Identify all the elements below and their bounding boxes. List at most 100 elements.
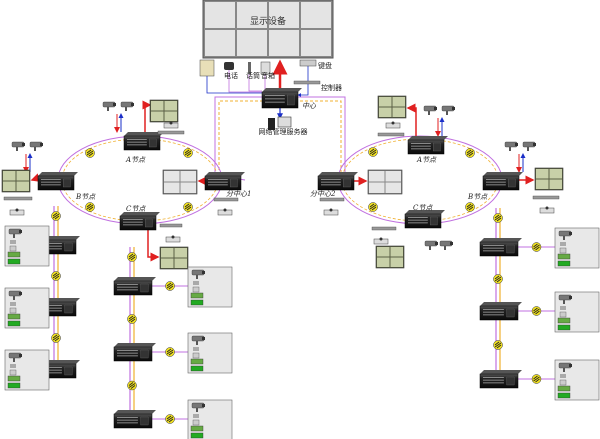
- display-wall-screen: [205, 30, 235, 56]
- phone-label: 电话: [224, 71, 238, 80]
- camera-lens: [19, 292, 22, 295]
- pc-icon: [199, 59, 215, 77]
- camera-lens: [202, 337, 205, 340]
- panel-camera-icon: [8, 352, 22, 362]
- right-node-a-controller: [377, 132, 405, 137]
- subcenter-1-monitor: [162, 169, 198, 195]
- link-stripes: [369, 148, 377, 156]
- link-stripes: [166, 282, 174, 290]
- monitor-screen: [164, 101, 177, 111]
- device-slot: [483, 382, 504, 384]
- device-slot: [408, 219, 428, 221]
- monitor-screen: [536, 169, 549, 179]
- device-panel: [230, 178, 238, 188]
- right-chain-link-icon: [493, 340, 503, 350]
- link-stripes: [184, 149, 192, 157]
- device-slot: [117, 422, 138, 424]
- device-top: [38, 172, 78, 176]
- left-node-b-monitor: [1, 169, 31, 193]
- left-ring-link-icon: [183, 202, 193, 212]
- device-slot: [265, 101, 285, 103]
- right-ring-link-icon: [465, 202, 475, 212]
- device-slot: [117, 419, 138, 421]
- right-node-a-joystick: [385, 121, 401, 129]
- device-slot: [41, 367, 62, 368]
- panel-signal-icon: [557, 253, 571, 260]
- link-stripes: [494, 275, 502, 283]
- panel-status-icon: [7, 382, 21, 389]
- joystick-knob: [545, 206, 549, 210]
- device-slot: [117, 417, 138, 418]
- link-stripes: [52, 334, 60, 342]
- right-ring-link-icon: [368, 147, 378, 157]
- left-ring-link-icon: [85, 202, 95, 212]
- camera-lens: [19, 354, 22, 357]
- device-panel: [140, 416, 149, 426]
- link-stripes: [466, 149, 474, 157]
- camera-lens: [434, 107, 437, 110]
- device-panel: [64, 304, 73, 314]
- right-chain-device: [479, 238, 522, 257]
- panel-mic-icon: [193, 347, 199, 351]
- camera-mount: [196, 275, 198, 279]
- link-stripes: [128, 315, 136, 323]
- camera-lens: [533, 143, 536, 146]
- link-stripes: [494, 214, 502, 222]
- left-chain-link-icon: [51, 271, 61, 281]
- center-chain-panel-link-icon: [165, 281, 175, 291]
- left-node-a-camera-icon: [120, 101, 134, 111]
- center-chain-panel-link-icon: [165, 414, 175, 424]
- joystick-knob: [15, 208, 19, 212]
- right-node-a-camera-icon: [441, 105, 455, 115]
- link-stripes: [533, 375, 540, 383]
- device-slot: [321, 184, 341, 186]
- device-slot: [208, 181, 228, 183]
- camera-lens: [515, 143, 518, 146]
- device-top: [120, 212, 160, 216]
- pc-wire: [206, 76, 262, 94]
- link-stripes: [533, 243, 540, 251]
- display-wall-screen: [269, 2, 299, 28]
- device-slot: [483, 309, 504, 310]
- panel-speaker-icon: [192, 286, 200, 293]
- monitor-screen: [161, 248, 174, 258]
- link-stripes: [466, 203, 474, 211]
- link-stripes: [166, 415, 174, 423]
- panel-camera-icon: [558, 294, 572, 304]
- camera-mount: [107, 107, 109, 111]
- panel-status-icon: [190, 365, 204, 372]
- center-chain-panel-link-icon: [165, 347, 175, 357]
- device-slot: [486, 179, 506, 180]
- display-wall-label: 显示设备: [250, 15, 286, 27]
- monitor-screen: [3, 181, 16, 191]
- controller-label: 控制器: [321, 83, 342, 92]
- monitor-screen: [392, 107, 405, 117]
- right-chain-link-icon: [493, 274, 503, 284]
- right-chain-top-link-icon: [493, 213, 503, 223]
- panel-status-icon: [7, 320, 21, 327]
- left-ring-link-icon: [183, 148, 193, 158]
- panel-camera-icon: [191, 335, 205, 345]
- device-slot: [41, 181, 61, 183]
- center-chain-device: [113, 343, 156, 362]
- device-slot: [483, 311, 504, 313]
- camera-mount: [429, 246, 431, 250]
- device-slot: [408, 217, 428, 218]
- speaker-label: 音箱: [261, 71, 275, 80]
- left-node-a-label: A节点: [125, 156, 146, 164]
- right-chain-panel-link-icon: [531, 374, 542, 384]
- device-slot: [483, 245, 504, 246]
- camera-mount: [444, 246, 446, 250]
- device-slot: [41, 243, 62, 244]
- panel-camera-icon: [558, 230, 572, 240]
- keyboard-wire: [297, 66, 309, 97]
- server-tower-icon: [268, 118, 275, 130]
- device-slot: [127, 144, 147, 146]
- device-slot: [483, 314, 504, 316]
- panel-camera-icon: [191, 402, 205, 412]
- left-node-b-controller: [3, 196, 33, 201]
- display-wall-screen: [301, 2, 331, 28]
- device-panel: [433, 142, 441, 152]
- panel-status-icon: [557, 260, 571, 267]
